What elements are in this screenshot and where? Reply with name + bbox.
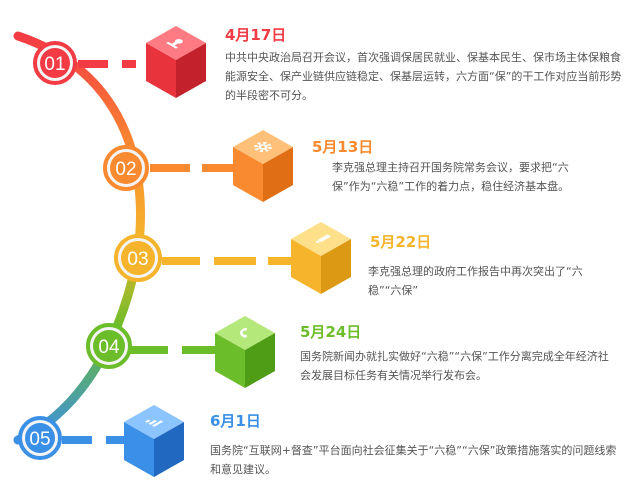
- step-number-01: 01: [44, 54, 65, 75]
- step-circle-03: [114, 234, 162, 282]
- step-number-02: 02: [115, 159, 136, 180]
- signal-bars-icon: [144, 419, 164, 427]
- step-number-05: 05: [29, 429, 50, 450]
- step-date-03: 5月22日: [370, 233, 432, 251]
- step-desc-02: 李克强总理主持召开国务院常务会议，要求把“六保”作为“六稳”工作的着力点，稳住经…: [332, 161, 570, 193]
- step-date-04: 5月24日: [300, 323, 362, 341]
- step-desc-04: 国务院新闻办就扎实做好“六稳”“六保”工作分离完成全年经济社会发展目标任务有关情…: [300, 350, 609, 382]
- timeline-spine: [13, 31, 145, 445]
- step-date-05: 6月1日: [210, 412, 261, 430]
- user-stamp-icon: [166, 39, 183, 49]
- step-number-04: 04: [98, 337, 120, 358]
- step-date-01: 4月17日: [225, 26, 287, 44]
- cube-05: [124, 405, 184, 477]
- step-desc-01: 中共中央政治局召开会议，首次强调保居民就业、保基本民生、保市场主体保粮食能源安全…: [225, 51, 622, 102]
- cube-01: [146, 26, 206, 98]
- step-desc-05: 国务院“互联网+督查”平台面向社会征集关于“六稳”“六保”政策措施落实的问题线索…: [210, 444, 617, 476]
- step-circle-04: [86, 323, 132, 369]
- cube-02: [233, 130, 293, 202]
- step-desc-03: 李克强总理的政府工作报告中再次突出了“六稳”“六保”: [368, 265, 583, 297]
- cube-03: [291, 222, 351, 294]
- step-date-02: 5月13日: [312, 138, 374, 156]
- step-circle-05: [18, 416, 62, 460]
- cube-04: [215, 316, 275, 388]
- pencil-icon: [315, 234, 332, 244]
- phone-icon: [240, 327, 248, 338]
- step-circle-01: [33, 41, 77, 85]
- step-circle-02: [103, 145, 149, 191]
- step-number-03: 03: [127, 249, 148, 270]
